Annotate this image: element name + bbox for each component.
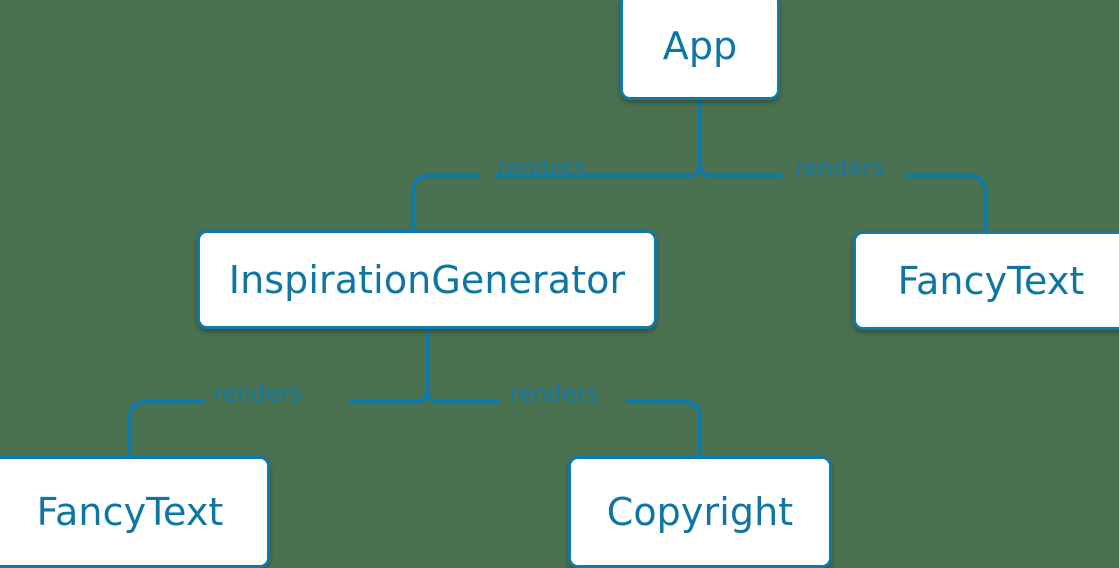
node-inspiration-generator-label: InspirationGenerator <box>228 257 626 302</box>
edge-label-ig-to-copyright: renders <box>509 381 599 407</box>
node-copyright-label: Copyright <box>606 490 794 534</box>
edge-ig-fork-left <box>390 388 429 404</box>
edge-app-to-fancytext-right <box>740 174 987 231</box>
edge-app-fork-left <box>660 162 702 178</box>
edge-ig-to-copyright <box>464 400 702 456</box>
edge-ig-to-fancytext-left <box>128 400 390 456</box>
node-app[interactable]: App <box>620 0 780 100</box>
node-inspiration-generator[interactable]: InspirationGenerator <box>197 230 657 329</box>
edge-app-to-inspiration-generator <box>411 174 660 230</box>
node-fancytext-right-label: FancyText <box>897 258 1085 303</box>
node-app-label: App <box>662 24 738 68</box>
node-copyright[interactable]: Copyright <box>568 456 832 568</box>
edge-app-fork-right <box>698 162 740 178</box>
node-fancytext-left-label: FancyText <box>36 490 224 534</box>
edge-label-app-to-inspiration-generator: renders <box>497 155 587 181</box>
edge-ig-fork-right <box>425 388 464 404</box>
node-fancytext-left[interactable]: FancyText <box>0 456 270 568</box>
edge-label-app-to-fancytext-right: renders <box>795 155 885 181</box>
node-fancytext-right[interactable]: FancyText <box>853 231 1119 330</box>
edge-label-ig-to-fancytext-left: renders <box>213 381 303 407</box>
